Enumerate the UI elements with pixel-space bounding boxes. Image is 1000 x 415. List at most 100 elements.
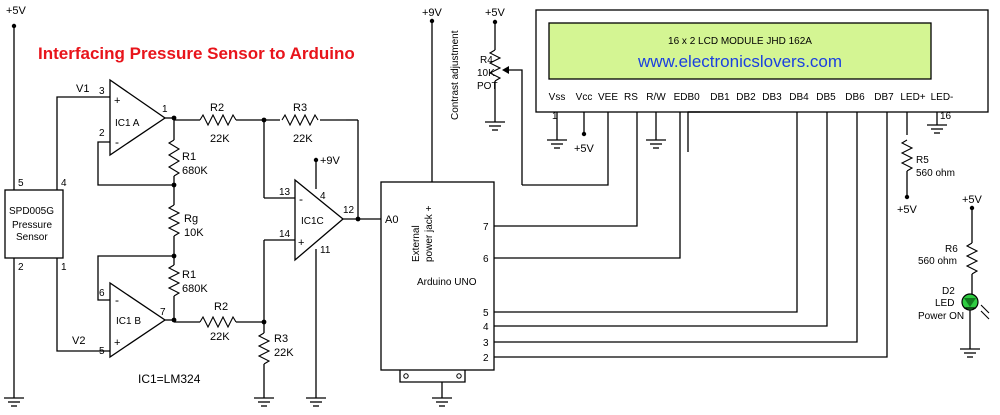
r3-top-name: R3	[293, 102, 307, 114]
ic1c-pin14: 14	[279, 229, 291, 240]
ic1c-plus: +	[298, 237, 304, 249]
opamp-ic1b: - + IC1 B 6 5 7	[99, 281, 167, 359]
rg-name: Rg	[184, 213, 198, 225]
sensor-pin4: 4	[61, 178, 67, 189]
supply-label-left: +5V	[6, 5, 27, 17]
sensor-pin5: 5	[18, 178, 24, 189]
lcd-pin-label: DB2	[736, 92, 756, 103]
sensor-pin1: 1	[61, 262, 67, 273]
r1-bot-name: R1	[182, 269, 196, 281]
ic1b-pin7: 7	[160, 307, 166, 318]
ground-symbol	[306, 397, 326, 407]
r3-bot-name: R3	[274, 333, 288, 345]
diagram-title: Interfacing Pressure Sensor to Arduino	[38, 44, 355, 63]
sensor-line2: Pressure	[12, 220, 52, 231]
r6-value: 560 ohm	[918, 256, 957, 267]
lcd-pin-label: DB6	[845, 92, 865, 103]
pressure-sensor: SPD005G Pressure Sensor 5 4 2 1	[4, 178, 67, 273]
supply-5v-pot: +5V	[485, 7, 506, 19]
resistor-chain	[167, 115, 181, 323]
supply-5v-vcc: +5V	[574, 143, 595, 155]
arduino-name: Arduino UNO	[417, 277, 477, 288]
arduino-pin-2: 2	[483, 353, 489, 364]
lcd-pin-label: VEE	[598, 92, 618, 103]
r2-top-name: R2	[210, 102, 224, 114]
ic1c-pin4: 4	[320, 191, 326, 202]
ic-note: IC1=LM324	[138, 372, 201, 386]
opamp-ic1c: - + IC1C 13 14 12 4 11	[279, 178, 355, 262]
power-led-circuit: +5V R6 560 ohm D2 LED Power ON	[918, 194, 990, 358]
arduino-jack-line1: External	[411, 225, 422, 262]
led-label: Power ON	[918, 311, 964, 322]
sensor-name: SPD005G	[9, 206, 54, 217]
ic1c-pin11: 11	[320, 245, 331, 256]
lcd-pin1-number: 1	[552, 111, 558, 122]
r2-bot-name: R2	[214, 301, 228, 313]
r3-top-value: 22K	[293, 133, 313, 145]
signal-v2: V2	[72, 335, 85, 347]
r5-name: R5	[916, 155, 929, 166]
ic1b-pin6: 6	[99, 288, 105, 299]
rg-value: 10K	[184, 227, 204, 239]
ic1a-minus: -	[115, 135, 119, 149]
lcd-pin-label: DB1	[710, 92, 730, 103]
arduino-pin-6: 6	[483, 254, 489, 265]
ic1c-pin12: 12	[343, 205, 355, 216]
arduino-pin-5: 5	[483, 308, 489, 319]
lcd-line1: 16 x 2 LCD MODULE JHD 162A	[668, 36, 812, 47]
ground-symbol	[254, 397, 274, 407]
lcd-pin16-number: 16	[940, 111, 952, 122]
lcd-pin-label: DB3	[762, 92, 782, 103]
r1-top-value: 680K	[182, 165, 208, 177]
ic1b-plus: +	[114, 337, 120, 349]
supply-5v-led: +5V	[962, 194, 983, 206]
lcd-pin-label: LED-	[931, 92, 954, 103]
ic1c-pin13: 13	[279, 187, 291, 198]
ic1c-name: IC1C	[301, 216, 324, 227]
sensor-pin2: 2	[18, 262, 24, 273]
lcd-module: 16 x 2 LCD MODULE JHD 162A www.electroni…	[535, 9, 989, 122]
ground-symbol	[432, 397, 452, 407]
r2-top-value: 22K	[210, 133, 230, 145]
r5-value: 560 ohm	[916, 168, 955, 179]
arduino-pin-4: 4	[483, 322, 489, 333]
signal-v1: V1	[76, 83, 89, 95]
arduino-uno: Arduino UNO External power jack + 7 6 5 …	[380, 181, 495, 383]
ic1a-pin1: 1	[162, 104, 168, 115]
supply-5v-r5: +5V	[897, 204, 918, 216]
supply-9v-opamp: +9V	[320, 155, 341, 167]
lcd-pin-label: RS	[624, 92, 638, 103]
lcd-pin-label: LED+	[900, 92, 925, 103]
arduino-jack-line2: power jack +	[424, 205, 435, 262]
lcd-pin-label: E	[674, 92, 681, 103]
lcd-pin-label: Vss	[549, 92, 566, 103]
sensor-supply: +5V	[4, 5, 27, 407]
contrast-pot: +5V R4 10K POT	[477, 7, 523, 185]
opamp-ic1a: + - IC1 A 3 2 1	[99, 78, 168, 157]
r2-bot-value: 22K	[210, 331, 230, 343]
ic1c-minus: -	[299, 192, 303, 206]
lcd-pin-label: R/W	[646, 92, 666, 103]
lcd-line2: www.electronicslovers.com	[637, 52, 842, 71]
signal-a0: A0	[385, 214, 398, 226]
arduino-pin-3: 3	[483, 338, 489, 349]
r6-name: R6	[945, 244, 958, 255]
ic1a-name: IC1 A	[115, 118, 140, 129]
led-name: D2	[942, 286, 955, 297]
r4-type: POT	[477, 81, 498, 92]
r4-name: R4	[480, 55, 493, 66]
lcd-pin-label: DB4	[789, 92, 809, 103]
ground-symbol	[4, 397, 24, 407]
ic1a-pin3: 3	[99, 86, 105, 97]
lcd-pin-label: DB0	[680, 92, 700, 103]
r1-bot-value: 680K	[182, 283, 208, 295]
lcd-pin-label: Vcc	[576, 92, 593, 103]
ic1a-plus: +	[114, 95, 120, 107]
led-type: LED	[935, 298, 954, 309]
ic1b-minus: -	[115, 293, 119, 307]
ic1a-pin2: 2	[99, 128, 105, 139]
ic1b-pin5: 5	[99, 346, 105, 357]
arduino-pin-7: 7	[483, 222, 489, 233]
ic1b-name: IC1 B	[116, 316, 141, 327]
